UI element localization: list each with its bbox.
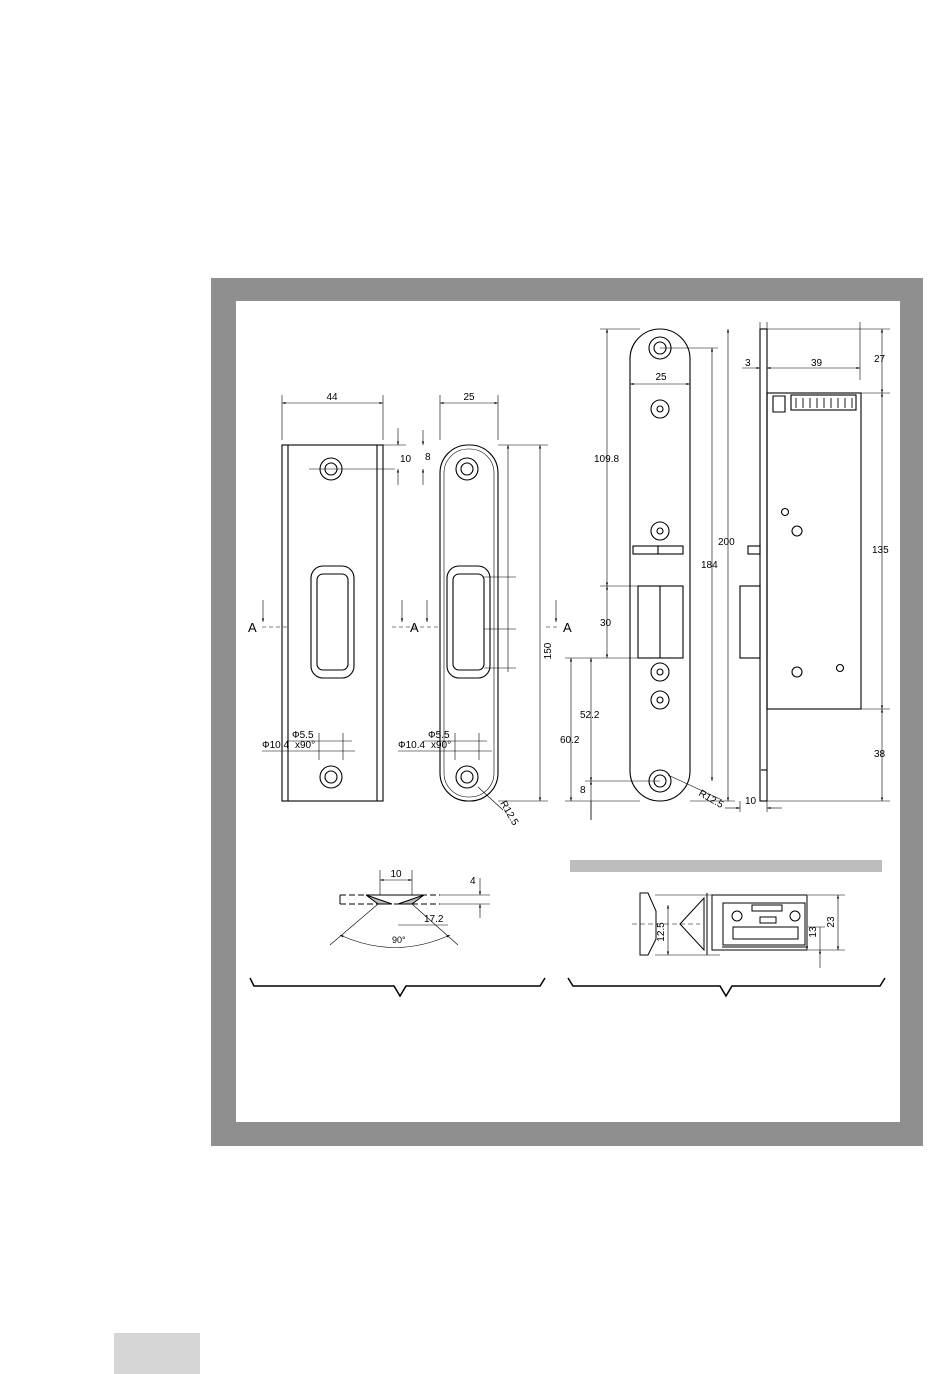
dim-lock-184: 184 bbox=[701, 560, 718, 571]
dim-lock-1098: 109.8 bbox=[594, 454, 619, 465]
dim-x90-b: x90° bbox=[431, 740, 451, 751]
dim-cs-angle: 90° bbox=[392, 935, 406, 945]
dim-conn-13: 13 bbox=[808, 926, 819, 938]
detail-bar bbox=[570, 860, 882, 872]
lock-faceplate bbox=[630, 329, 690, 801]
dims-plate-wide bbox=[262, 395, 406, 760]
dim-cs-10: 10 bbox=[390, 869, 402, 880]
dim-lock-39: 39 bbox=[811, 358, 823, 369]
dim-lock-602: 60.2 bbox=[560, 735, 580, 746]
section-mark-a2: A bbox=[410, 620, 419, 635]
dim-lock-38: 38 bbox=[874, 749, 886, 760]
bracket-left bbox=[250, 978, 545, 996]
dim-lock-8: 8 bbox=[580, 785, 586, 796]
dim-8: 8 bbox=[425, 452, 431, 463]
countersink-detail bbox=[340, 895, 440, 904]
dim-lock-30: 30 bbox=[600, 618, 612, 629]
dim-width-25: 25 bbox=[463, 392, 475, 403]
dim-lock-10: 10 bbox=[745, 796, 757, 807]
dim-cs-4: 4 bbox=[470, 876, 476, 887]
dim-phi104-b: Ф10.4 bbox=[398, 740, 426, 751]
dim-width-44: 44 bbox=[326, 392, 338, 403]
dim-lock-200: 200 bbox=[718, 537, 735, 548]
dim-lock-522: 52.2 bbox=[580, 710, 600, 721]
page-tab bbox=[114, 1333, 200, 1374]
dim-10: 10 bbox=[400, 454, 412, 465]
dim-lock-3: 3 bbox=[745, 358, 751, 369]
dim-lock-135: 135 bbox=[872, 545, 889, 556]
section-mark-a1: A bbox=[248, 620, 257, 635]
dim-conn-125: 12.5 bbox=[656, 922, 667, 942]
lock-side-body bbox=[740, 329, 861, 801]
dim-150: 150 bbox=[543, 642, 554, 659]
dim-cs-172: 17.2 bbox=[424, 914, 444, 925]
dims-lock-front bbox=[565, 329, 735, 820]
dims-countersink bbox=[330, 870, 490, 948]
dim-phi104-a: Ф10.4 bbox=[262, 740, 290, 751]
connector-teeth bbox=[796, 398, 852, 408]
dim-lock-25: 25 bbox=[655, 372, 667, 383]
bracket-right bbox=[568, 978, 885, 996]
dim-conn-23: 23 bbox=[826, 916, 837, 928]
dim-r125-plate: R12.5 bbox=[497, 799, 520, 828]
dim-lock-27: 27 bbox=[874, 354, 886, 365]
dim-lock-r125: R12.5 bbox=[697, 788, 726, 811]
dim-x90-a: x90° bbox=[295, 740, 315, 751]
section-mark-a3: A bbox=[563, 620, 572, 635]
